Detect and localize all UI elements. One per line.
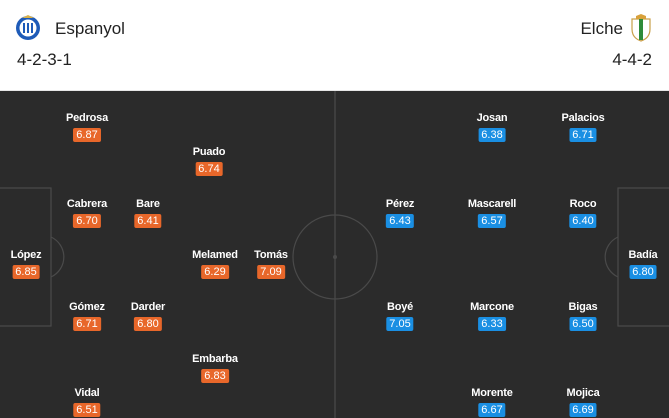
player-name: Mascarell (467, 198, 517, 210)
player-name: Mojica (566, 387, 600, 399)
away-formation: 4-4-2 (612, 50, 652, 69)
player-rating: 6.43 (386, 214, 414, 228)
player-name: Badía (628, 249, 658, 261)
player-rating: 6.80 (134, 317, 162, 331)
espanyol-crest-icon (16, 15, 40, 40)
player-away-josan[interactable]: Josan 6.38 (477, 112, 508, 143)
player-rating: 6.41 (134, 214, 162, 228)
player-name: Roco (569, 198, 597, 210)
player-away-bigas[interactable]: Bigas 6.50 (569, 301, 598, 332)
player-home-tomas[interactable]: Tomás 7.09 (254, 249, 288, 280)
home-formation: 4-2-3-1 (17, 50, 72, 69)
match-header: Espanyol 4-2-3-1 Elche 4-4-2 (0, 0, 669, 91)
player-home-bare[interactable]: Bare 6.41 (134, 198, 162, 229)
player-rating: 6.33 (478, 317, 506, 331)
player-rating: 6.85 (12, 265, 40, 279)
player-rating: 6.57 (478, 214, 506, 228)
player-name: Palacios (561, 112, 605, 124)
player-rating: 7.09 (257, 265, 285, 279)
player-home-embarba[interactable]: Embarba 6.83 (192, 353, 238, 384)
player-rating: 6.71 (73, 317, 101, 331)
player-name: Gómez (69, 301, 105, 313)
player-home-gomez[interactable]: Gómez 6.71 (69, 301, 105, 332)
player-name: Cabrera (66, 198, 108, 210)
player-home-melamed[interactable]: Melamed 6.29 (192, 249, 238, 280)
player-rating: 6.83 (201, 369, 229, 383)
player-name: Pérez (385, 198, 415, 210)
player-rating: 6.69 (569, 403, 597, 417)
player-name: Puado (192, 146, 226, 158)
player-name: López (10, 249, 42, 261)
player-rating: 7.05 (386, 317, 414, 331)
player-name: Vidal (74, 387, 100, 399)
player-home-vidal[interactable]: Vidal 6.51 (73, 387, 101, 418)
player-name: Melamed (192, 249, 238, 261)
player-name: Marcone (470, 301, 514, 313)
player-name: Boyé (386, 301, 414, 313)
player-away-mascarell[interactable]: Mascarell 6.57 (468, 198, 516, 229)
player-away-mojica[interactable]: Mojica 6.69 (566, 387, 600, 418)
player-rating: 6.50 (569, 317, 597, 331)
player-rating: 6.74 (195, 162, 223, 176)
player-rating: 6.87 (73, 128, 101, 142)
pitch-lines (0, 91, 669, 418)
player-rating: 6.70 (73, 214, 101, 228)
player-away-roco[interactable]: Roco 6.40 (569, 198, 597, 229)
player-rating: 6.38 (478, 128, 506, 142)
player-away-boye[interactable]: Boyé 7.05 (386, 301, 414, 332)
player-home-puado[interactable]: Puado 6.74 (193, 146, 226, 177)
home-team-name[interactable]: Espanyol (55, 19, 125, 38)
player-away-marcone[interactable]: Marcone 6.33 (470, 301, 514, 332)
player-home-cabrera[interactable]: Cabrera 6.70 (67, 198, 107, 229)
player-name: Morente (471, 387, 513, 399)
player-name: Josan (476, 112, 508, 124)
player-home-darder[interactable]: Darder 6.80 (131, 301, 165, 332)
player-away-morente[interactable]: Morente 6.67 (471, 387, 513, 418)
player-rating: 6.51 (73, 403, 101, 417)
pitch: López 6.85 Pedrosa 6.87 Cabrera 6.70 Góm… (0, 91, 669, 418)
player-name: Tomás (254, 249, 288, 261)
player-name: Bare (136, 198, 160, 210)
player-home-lopez[interactable]: López 6.85 (11, 249, 42, 280)
player-rating: 6.40 (569, 214, 597, 228)
player-name: Pedrosa (65, 112, 109, 124)
player-name: Embarba (192, 353, 238, 365)
player-rating: 6.67 (478, 403, 506, 417)
player-name: Darder (130, 301, 166, 313)
player-name: Bigas (568, 301, 598, 313)
player-away-palacios[interactable]: Palacios 6.71 (561, 112, 605, 143)
player-rating: 6.80 (629, 265, 657, 279)
player-rating: 6.29 (201, 265, 229, 279)
elche-crest-icon (631, 14, 651, 42)
player-home-pedrosa[interactable]: Pedrosa 6.87 (66, 112, 108, 143)
player-away-perez[interactable]: Pérez 6.43 (386, 198, 414, 229)
player-rating: 6.71 (569, 128, 597, 142)
away-team-name[interactable]: Elche (580, 19, 623, 38)
player-away-badia[interactable]: Badía 6.80 (629, 249, 658, 280)
